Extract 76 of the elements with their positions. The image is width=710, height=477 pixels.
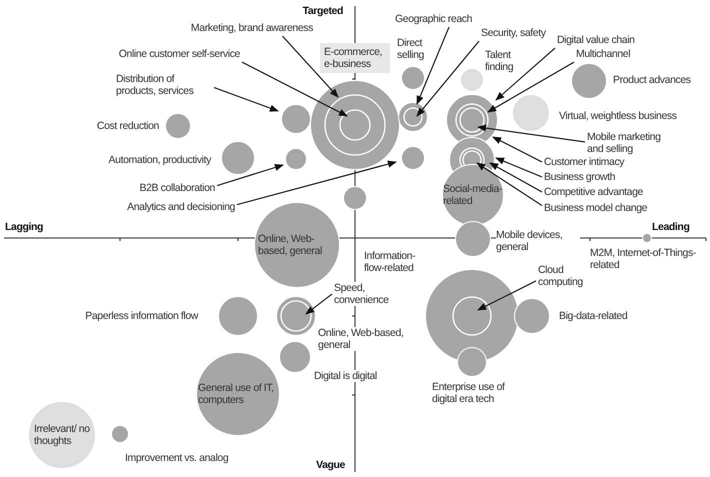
- bubble-label: Virtual, weightless business: [559, 110, 677, 122]
- bubble: [442, 164, 504, 226]
- callout-label: Distribution of products, services: [116, 73, 212, 98]
- bubble-label: Enterprise use of digital era tech: [432, 381, 506, 406]
- arrow: [492, 136, 542, 162]
- bubble: [285, 148, 307, 170]
- arrow: [282, 36, 339, 98]
- bubble-label: Paperless information flow: [85, 310, 198, 322]
- axis-label: Targeted: [302, 5, 343, 18]
- callout-label: Mobile marketing and selling: [587, 131, 679, 156]
- bubble-label: Talent finding: [485, 49, 514, 74]
- bubble: [571, 63, 607, 99]
- bubble: [28, 401, 96, 469]
- arrow: [416, 40, 480, 117]
- callout-label: Marketing, brand awareness: [190, 22, 313, 34]
- arrow: [236, 160, 397, 206]
- arrow: [416, 26, 450, 105]
- bubble: [401, 146, 425, 170]
- axis-label: Leading: [652, 221, 690, 234]
- bubble-label: Social-media-related: [443, 182, 503, 208]
- bubble: [457, 347, 487, 377]
- bubble-label: Automation, productivity: [108, 154, 211, 166]
- region-label: Information-flow-related: [364, 250, 416, 274]
- bubble: [310, 80, 400, 170]
- arrow: [495, 158, 542, 178]
- callout-label: Digital value chain: [557, 34, 635, 46]
- bubble: [642, 233, 652, 243]
- arrow: [242, 62, 348, 116]
- callout-label: Security, safety: [481, 27, 546, 40]
- bubble-label: Direct selling: [397, 37, 425, 62]
- bubble-label: Big-data-related: [559, 310, 628, 322]
- bubble: [111, 425, 129, 443]
- arrow: [214, 86, 279, 112]
- arrow: [476, 162, 542, 206]
- bubble: [218, 296, 258, 336]
- bubble: [276, 296, 316, 336]
- callout-label: Business model change: [544, 202, 648, 214]
- axis-label: Lagging: [5, 221, 44, 234]
- bubble: [165, 113, 191, 139]
- callout-label: Customer intimacy: [544, 156, 624, 168]
- bubble: [514, 298, 550, 334]
- callout-label: Analytics and decisioning: [127, 201, 235, 214]
- bubble-label: Cost reduction: [96, 120, 159, 132]
- arrow: [305, 294, 332, 315]
- callout-label: B2B collaboration: [139, 182, 215, 194]
- callout-label: Business growth: [544, 171, 616, 184]
- callout-label: Online customer self-service: [118, 48, 240, 60]
- bubble-label: Irrelevant/ no thoughts: [34, 422, 90, 448]
- label-box: E-commerce, e-business: [320, 43, 390, 74]
- bubble: [401, 66, 425, 90]
- arrow: [477, 280, 536, 310]
- bubble: [455, 221, 491, 257]
- callout-label: Geographic reach: [395, 13, 472, 26]
- callout-label: Competitive advantage: [544, 186, 643, 198]
- bubble-label: Online, Web-based, general: [258, 232, 323, 258]
- axis-label: Vague: [316, 459, 345, 472]
- bubble: [343, 186, 367, 210]
- arrow: [487, 62, 574, 112]
- callout-label: Multichannel: [576, 48, 630, 60]
- bubble-label: General use of IT, computers: [198, 382, 275, 406]
- arrow: [216, 164, 284, 186]
- bubble-label: Improvement vs. analog: [125, 452, 228, 464]
- arrow: [489, 162, 542, 192]
- bubble: [221, 141, 255, 175]
- bubble: [196, 352, 280, 436]
- bubble-label: Product advances: [613, 74, 691, 86]
- bubble: [281, 104, 311, 134]
- bubble-label: Mobile devices, general: [496, 229, 580, 254]
- bubble: [279, 341, 311, 373]
- bubble: [460, 68, 484, 92]
- bubble: [512, 94, 550, 132]
- arrow: [495, 48, 556, 101]
- bubble-label: Digital is digital: [314, 370, 377, 382]
- arrow: [477, 124, 586, 142]
- bubble: [398, 102, 428, 132]
- bubble-label: M2M, Internet-of-Things-related: [590, 247, 697, 272]
